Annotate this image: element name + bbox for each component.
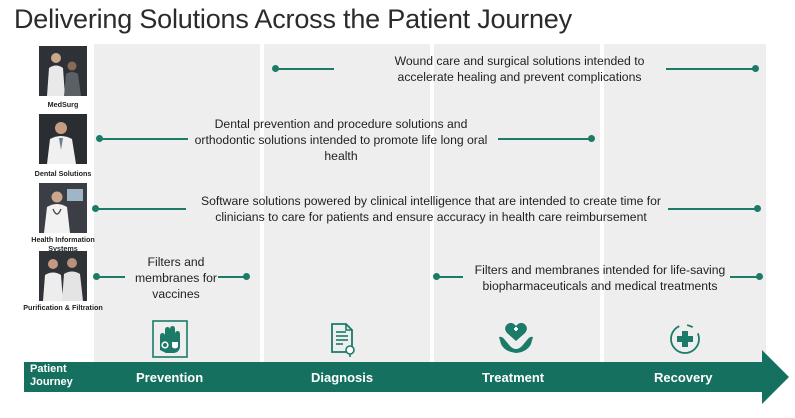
row-label-medsurg: MedSurg — [47, 100, 79, 109]
hi-dot-start — [92, 205, 99, 212]
pf-bio-dot-start — [433, 273, 440, 280]
hi-line-left — [96, 208, 186, 210]
stage-treatment: Treatment — [482, 370, 545, 385]
dental-photo — [39, 114, 87, 164]
clipboard-stethoscope-icon — [329, 320, 357, 363]
hands-heart-icon — [497, 320, 535, 361]
column-prevention — [94, 44, 260, 364]
pf-bio-line-right — [730, 276, 758, 278]
hand-virus-shield-icon — [152, 320, 188, 363]
dental-line-right — [498, 138, 592, 140]
patient-journey-arrowhead — [762, 350, 789, 404]
dental-dot-end — [588, 135, 595, 142]
pf-bio-line-left — [437, 276, 463, 278]
pf-vaccines-line-right — [218, 276, 246, 278]
patient-journey-arrow — [24, 362, 764, 392]
medsurg-photo — [39, 46, 87, 96]
column-diagnosis — [264, 44, 430, 364]
column-treatment — [434, 44, 600, 364]
stage-diagnosis: Diagnosis — [311, 370, 374, 385]
row-label-dental: Dental Solutions — [34, 169, 92, 178]
stage-prevention: Prevention — [136, 370, 204, 385]
dental-description: Dental prevention and procedure solution… — [194, 117, 488, 163]
medsurg-line-right — [666, 68, 756, 70]
row-label-health-info: Health Information Systems — [31, 235, 95, 253]
medsurg-dot-end — [752, 65, 759, 72]
health-info-photo — [39, 183, 87, 233]
page-title: Delivering Solutions Across the Patient … — [14, 4, 572, 34]
hi-description: Software solutions powered by clinical i… — [201, 194, 661, 224]
medsurg-line-left — [276, 68, 334, 70]
hi-line-right — [668, 208, 758, 210]
row-label-purification: Purification & Filtration — [23, 303, 103, 312]
pf-vaccines-dot-start — [93, 273, 100, 280]
patient-journey-label: Patient Journey — [30, 363, 73, 388]
pf-vaccines-description: Filters and membranes for vaccines — [135, 255, 217, 301]
column-recovery — [604, 44, 766, 364]
medsurg-description: Wound care and surgical solutions intend… — [394, 54, 645, 84]
medical-cross-icon — [668, 322, 702, 361]
pf-bio-description: Filters and membranes intended for life-… — [474, 263, 726, 293]
purification-photo — [39, 251, 87, 301]
pf-vaccines-line-left — [97, 276, 125, 278]
hi-dot-end — [754, 205, 761, 212]
stage-recovery: Recovery — [654, 370, 713, 385]
pf-bio-dot-end — [756, 273, 763, 280]
pf-vaccines-dot-end — [243, 273, 250, 280]
medsurg-dot-start — [272, 65, 279, 72]
dental-dot-start — [96, 135, 103, 142]
dental-line-left — [100, 138, 188, 140]
